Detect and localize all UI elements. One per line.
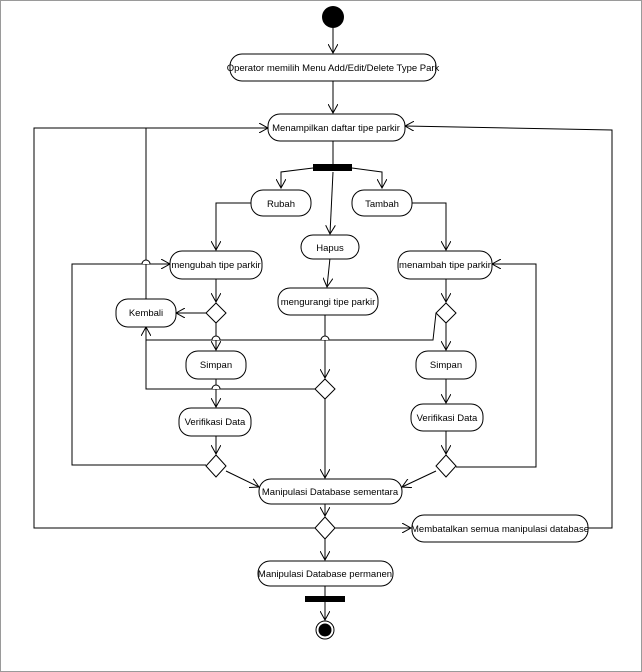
decision-bottom-left — [205, 454, 227, 478]
node-simpan-right-label: Simpan — [430, 360, 462, 371]
node-kembali-label: Kembali — [129, 308, 163, 319]
edge-membatalkan-menampilkan — [405, 126, 613, 529]
node-rubah-label: Rubah — [267, 199, 295, 210]
node-menampilkan-label: Menampilkan daftar tipe parkir — [272, 123, 400, 134]
start-node — [322, 6, 344, 28]
node-menambah: menambah tipe parkir — [397, 250, 493, 280]
node-simpan-left: Simpan — [185, 350, 247, 380]
edge-decision-left-loop — [33, 127, 315, 529]
node-rubah: Rubah — [250, 189, 312, 217]
node-kembali: Kembali — [115, 298, 177, 328]
node-mengurangi-label: mengurangi tipe parkir — [281, 297, 376, 308]
edge-decision-center-kembali — [145, 327, 315, 390]
node-simpan-right: Simpan — [415, 350, 477, 380]
node-simpan-left-label: Simpan — [200, 360, 232, 371]
node-manipulasi-permanen-label: Manipulasi Database permanen — [258, 569, 392, 580]
decision-right — [435, 302, 457, 324]
edge-decision-left-manipulasi — [225, 470, 259, 487]
node-verifikasi-left-label: Verifikasi Data — [185, 417, 246, 428]
edge-fork-hapus — [330, 171, 333, 234]
node-verifikasi-right: Verifikasi Data — [410, 403, 484, 432]
fork-bar — [313, 164, 352, 171]
decision-bottom-right — [435, 454, 457, 478]
edge-fork-rubah — [281, 167, 314, 188]
node-manipulasi-sementara-label: Manipulasi Database sementara — [262, 487, 399, 498]
node-mengurangi: mengurangi tipe parkir — [277, 287, 379, 316]
end-node — [315, 620, 335, 640]
decision-final — [314, 516, 336, 540]
node-membatalkan: Membatalkan semua manipulasi database — [411, 514, 589, 543]
edge-rubah-mengubah — [216, 202, 251, 250]
decision-left — [205, 302, 227, 324]
node-mengubah: mengubah tipe parkir — [169, 250, 263, 280]
node-operator-label: Operator memilih Menu Add/Edit/Delete Ty… — [227, 63, 440, 74]
join-bar — [305, 596, 345, 602]
edge-loop-menambah — [456, 264, 537, 468]
edge-fork-tambah — [351, 167, 382, 188]
node-verifikasi-left: Verifikasi Data — [178, 407, 252, 437]
node-hapus: Hapus — [300, 234, 360, 260]
node-tambah-label: Tambah — [365, 199, 399, 210]
edge-hapus-mengurangi — [327, 257, 330, 287]
node-mengubah-label: mengubah tipe parkir — [171, 260, 260, 271]
decision-center — [314, 378, 336, 400]
node-menambah-label: menambah tipe parkir — [399, 260, 491, 271]
line-hops — [141, 259, 330, 390]
node-tambah: Tambah — [351, 189, 413, 217]
node-verifikasi-right-label: Verifikasi Data — [417, 413, 478, 424]
node-manipulasi-permanen: Manipulasi Database permanen — [257, 560, 394, 587]
node-operator: Operator memilih Menu Add/Edit/Delete Ty… — [227, 53, 440, 82]
node-membatalkan-label: Membatalkan semua manipulasi database — [411, 524, 589, 535]
edge-loop-mengubah — [71, 264, 206, 466]
edges — [33, 28, 613, 620]
edge-tambah-menambah — [412, 202, 446, 250]
node-hapus-label: Hapus — [316, 243, 344, 254]
node-manipulasi-sementara: Manipulasi Database sementara — [258, 478, 403, 505]
edge-decision-right-kembali — [146, 312, 437, 341]
edge-decision-right-manipulasi — [402, 470, 437, 487]
node-menampilkan: Menampilkan daftar tipe parkir — [267, 113, 406, 142]
